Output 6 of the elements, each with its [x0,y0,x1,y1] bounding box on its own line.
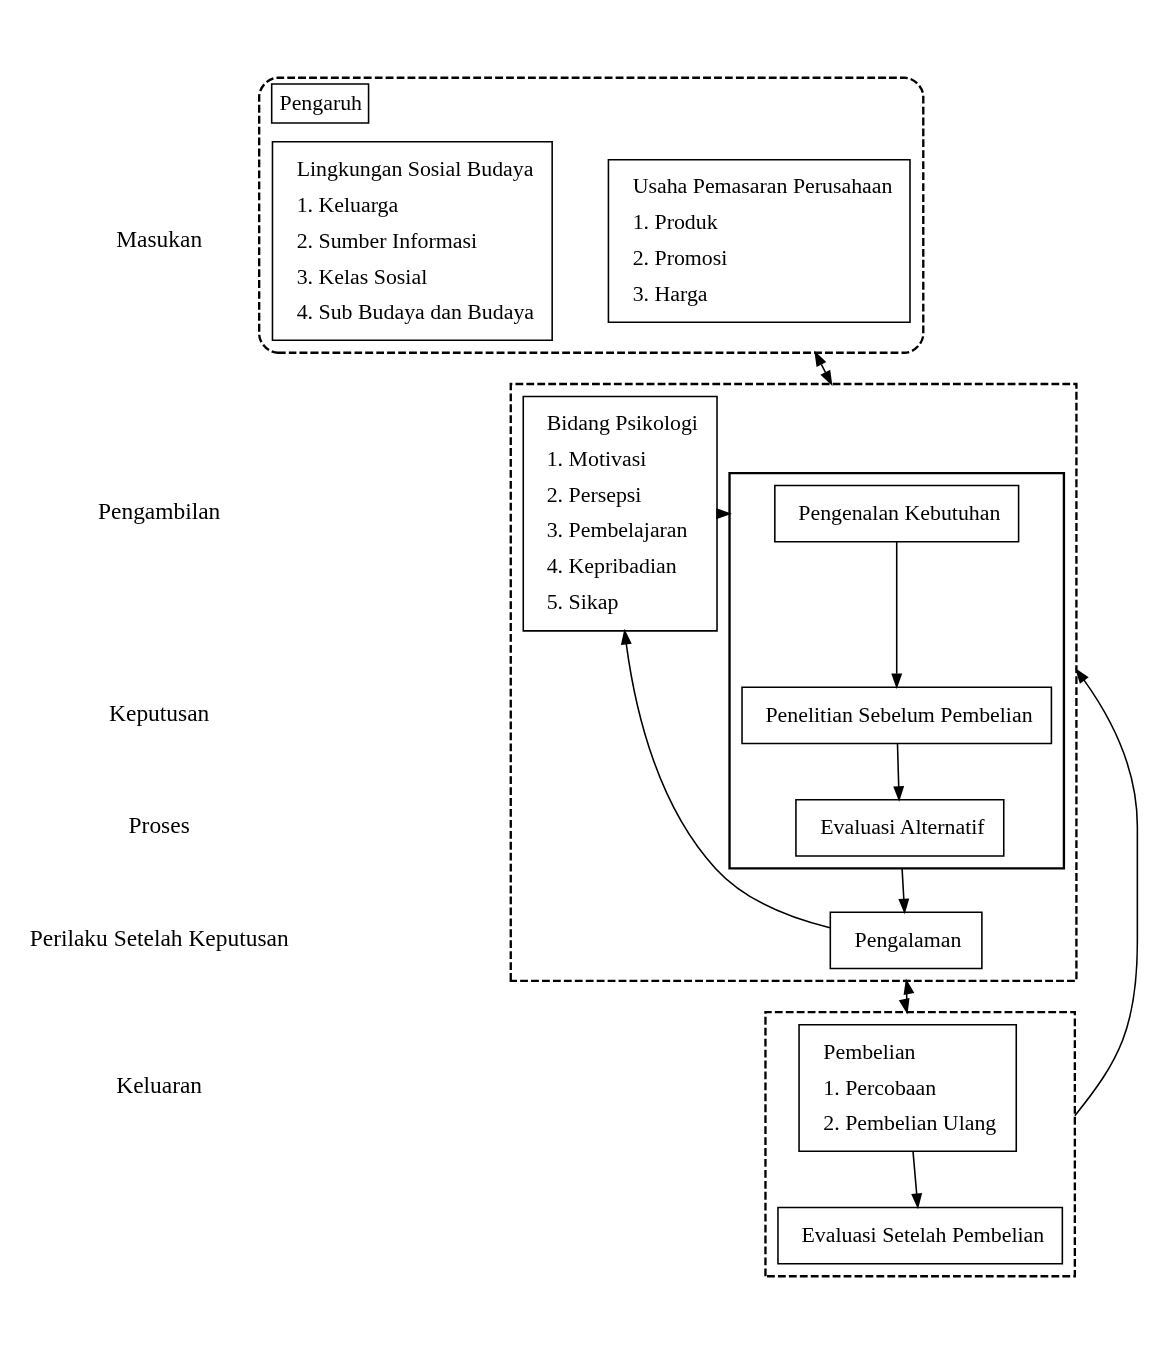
label: Keputusan [109,699,210,726]
label: Pengambilan [98,498,221,525]
label: Perilaku Setelah Keputusan [29,924,289,951]
label: Keluaran [116,1072,203,1099]
label: Masukan [116,225,203,252]
label: Proses [128,812,190,839]
